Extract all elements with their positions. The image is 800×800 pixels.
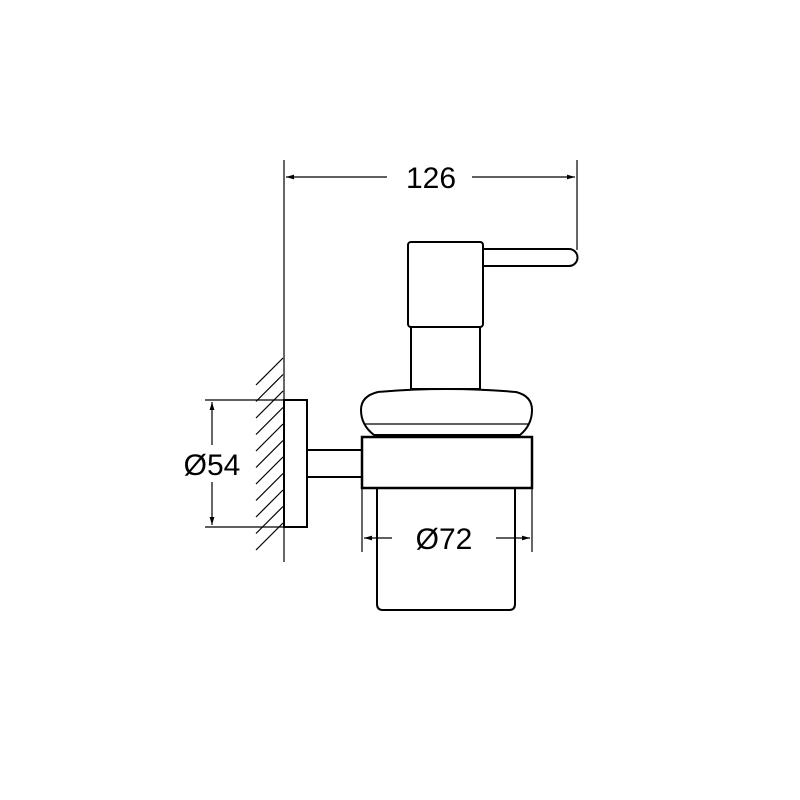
dispenser-cap (359, 388, 534, 436)
hatch-line (255, 440, 284, 468)
dimension-label-54: Ø54 (184, 449, 241, 482)
hatch-line (255, 423, 284, 452)
support-rod (306, 449, 363, 478)
hatch-line (255, 506, 284, 534)
hatch-line (255, 390, 284, 419)
hatch-line (255, 407, 284, 435)
dimension-label-72: Ø72 (416, 523, 473, 556)
wall-hatching (255, 357, 284, 551)
holder-collar (360, 435, 534, 490)
hatch-line (255, 374, 284, 402)
hatch-line (255, 473, 284, 501)
hatch-line (255, 456, 284, 485)
pump-stem (410, 326, 481, 390)
hatch-line (255, 489, 284, 518)
glass-container (376, 488, 516, 611)
pump-lever (483, 248, 579, 267)
wall-flange (283, 399, 308, 528)
dimension-label-126: 126 (406, 162, 456, 195)
pump-head (407, 241, 484, 328)
hatch-line (255, 357, 284, 386)
